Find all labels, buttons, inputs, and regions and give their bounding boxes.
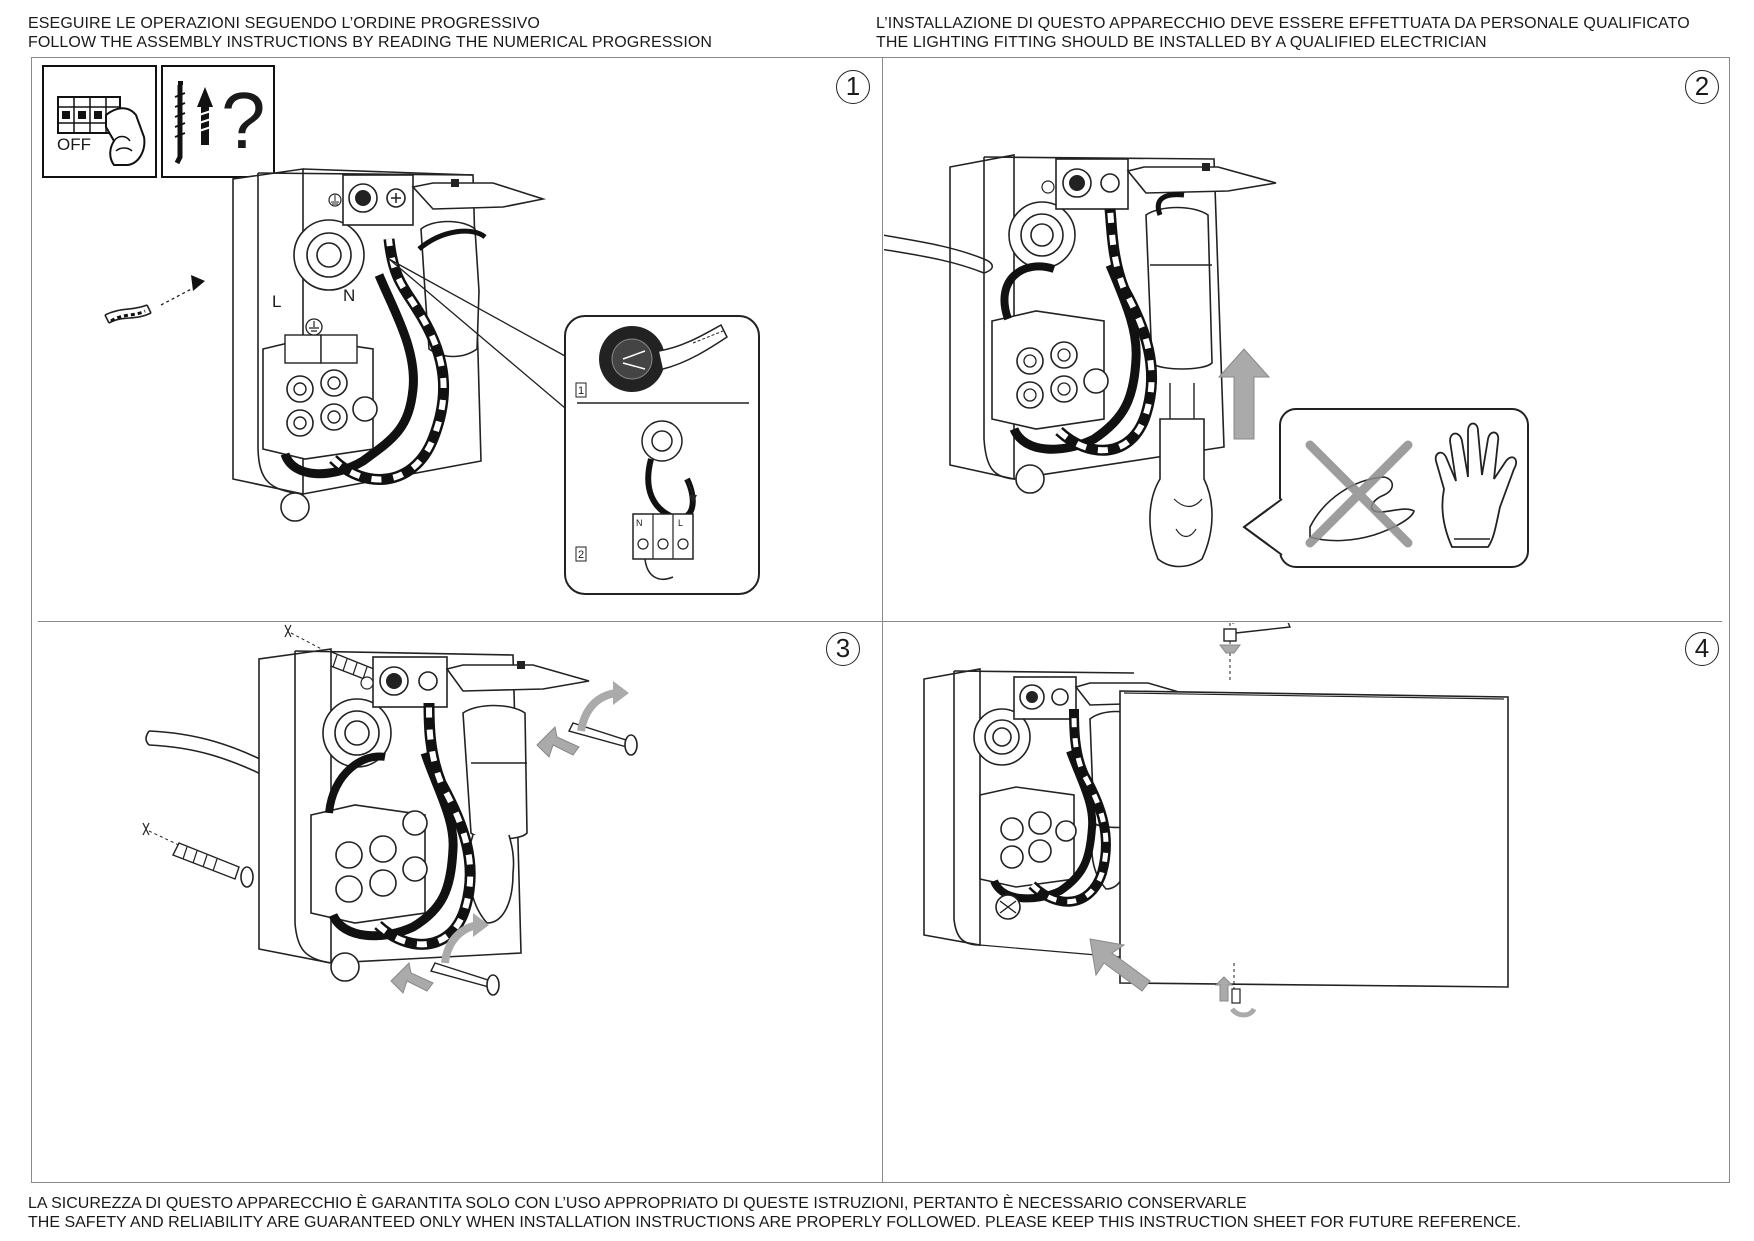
step4-illustration [923, 623, 1509, 1018]
step-panel-1: OFF ? 1 [33, 59, 881, 619]
footer-safety-note: LA SICUREZZA DI QUESTO APPARECCHIO È GAR… [28, 1194, 1521, 1232]
step1-illustration [104, 168, 760, 595]
step-number-2: 2 [1685, 70, 1719, 104]
step-number-4: 4 [1685, 632, 1719, 666]
terminal-label-live: L [272, 292, 282, 311]
header-right-en: THE LIGHTING FITTING SHOULD BE INSTALLED… [876, 34, 1487, 51]
header-right: L’INSTALLAZIONE DI QUESTO APPARECCHIO DE… [876, 14, 1690, 52]
step-number-3: 3 [826, 632, 860, 666]
instruction-frame [31, 57, 1730, 1183]
off-label: OFF [57, 135, 91, 154]
vertical-divider [882, 57, 883, 1183]
header-left: ESEGUIRE LE OPERAZIONI SEGUENDO L’ORDINE… [28, 14, 712, 52]
footer-it: LA SICUREZZA DI QUESTO APPARECCHIO È GAR… [28, 1195, 1247, 1212]
glove-icon [1434, 422, 1518, 548]
power-off-switch-icon: OFF [42, 65, 157, 178]
horizontal-divider [38, 621, 1722, 622]
inset-label-l: L [678, 518, 684, 528]
step2-illustration [884, 154, 1529, 568]
footer-en: THE SAFETY AND RELIABILITY ARE GUARANTEE… [28, 1214, 1522, 1231]
inset-label-n: N [636, 518, 643, 528]
header-left-it: ESEGUIRE LE OPERAZIONI SEGUENDO L’ORDINE… [28, 15, 540, 32]
step-number-1: 1 [836, 70, 870, 104]
screw-and-plug-icon: ? [161, 65, 275, 178]
step-panel-4: 4 [884, 623, 1728, 1181]
terminal-label-neutral: N [343, 286, 356, 305]
step3-illustration [142, 624, 638, 996]
bare-hand-crossed-icon [1305, 440, 1415, 548]
detail-label-2: 2 [578, 549, 585, 561]
step-panel-2: 2 [884, 59, 1728, 619]
detail-label-1: 1 [578, 385, 585, 397]
step-panel-3: 3 [33, 623, 881, 1181]
question-mark: ? [221, 76, 266, 165]
header-right-it: L’INSTALLAZIONE DI QUESTO APPARECCHIO DE… [876, 15, 1690, 32]
header-left-en: FOLLOW THE ASSEMBLY INSTRUCTIONS BY READ… [28, 34, 713, 51]
